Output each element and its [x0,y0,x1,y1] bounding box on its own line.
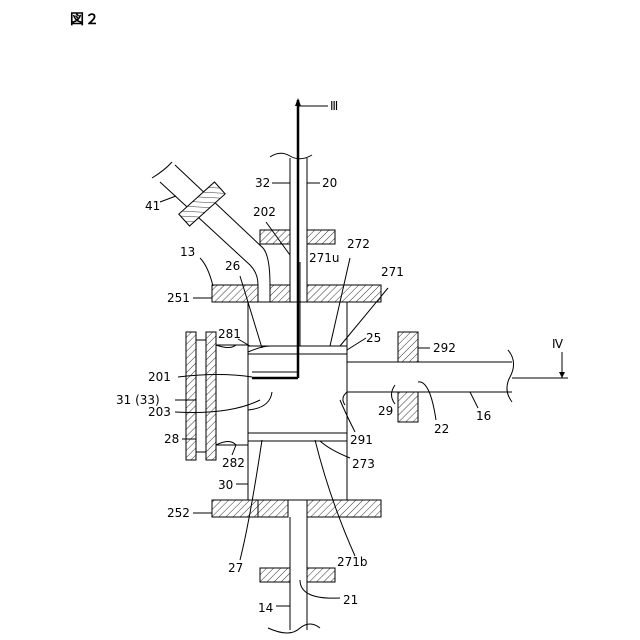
label-14: 14 [258,601,273,615]
label-25: 25 [366,331,381,345]
label-section-iii: Ⅲ [330,99,338,113]
label-203: 203 [148,405,171,419]
label-271u: 271u [309,251,340,265]
label-252: 252 [167,506,190,520]
label-30: 30 [218,478,233,492]
label-20: 20 [322,176,337,190]
label-32: 32 [255,176,270,190]
label-26: 26 [225,259,240,273]
label-292: 292 [433,341,456,355]
angled-pipe [152,162,270,285]
label-271b: 271b [337,555,368,569]
label-29: 29 [378,404,393,418]
label-273: 273 [352,457,375,471]
label-28: 28 [164,432,179,446]
label-22: 22 [434,422,449,436]
label-281: 281 [218,327,241,341]
label-202: 202 [253,205,276,219]
section-marker-iv [512,352,568,378]
label-13: 13 [180,245,195,259]
label-251: 251 [167,291,190,305]
label-271: 271 [381,265,404,279]
label-16: 16 [476,409,491,423]
bottom-flange [212,500,381,517]
bottom-pipe [260,517,335,633]
label-282: 282 [222,456,245,470]
label-41: 41 [145,199,160,213]
label-291: 291 [350,433,373,447]
label-section-iv: Ⅳ [552,337,563,351]
section-marker-iii [295,98,328,106]
label-272: 272 [347,237,370,251]
label-201: 201 [148,370,171,384]
label-27: 27 [228,561,243,575]
left-window [186,332,248,460]
top-pipe [252,100,335,378]
top-flange [212,285,381,302]
label-21: 21 [343,593,358,607]
